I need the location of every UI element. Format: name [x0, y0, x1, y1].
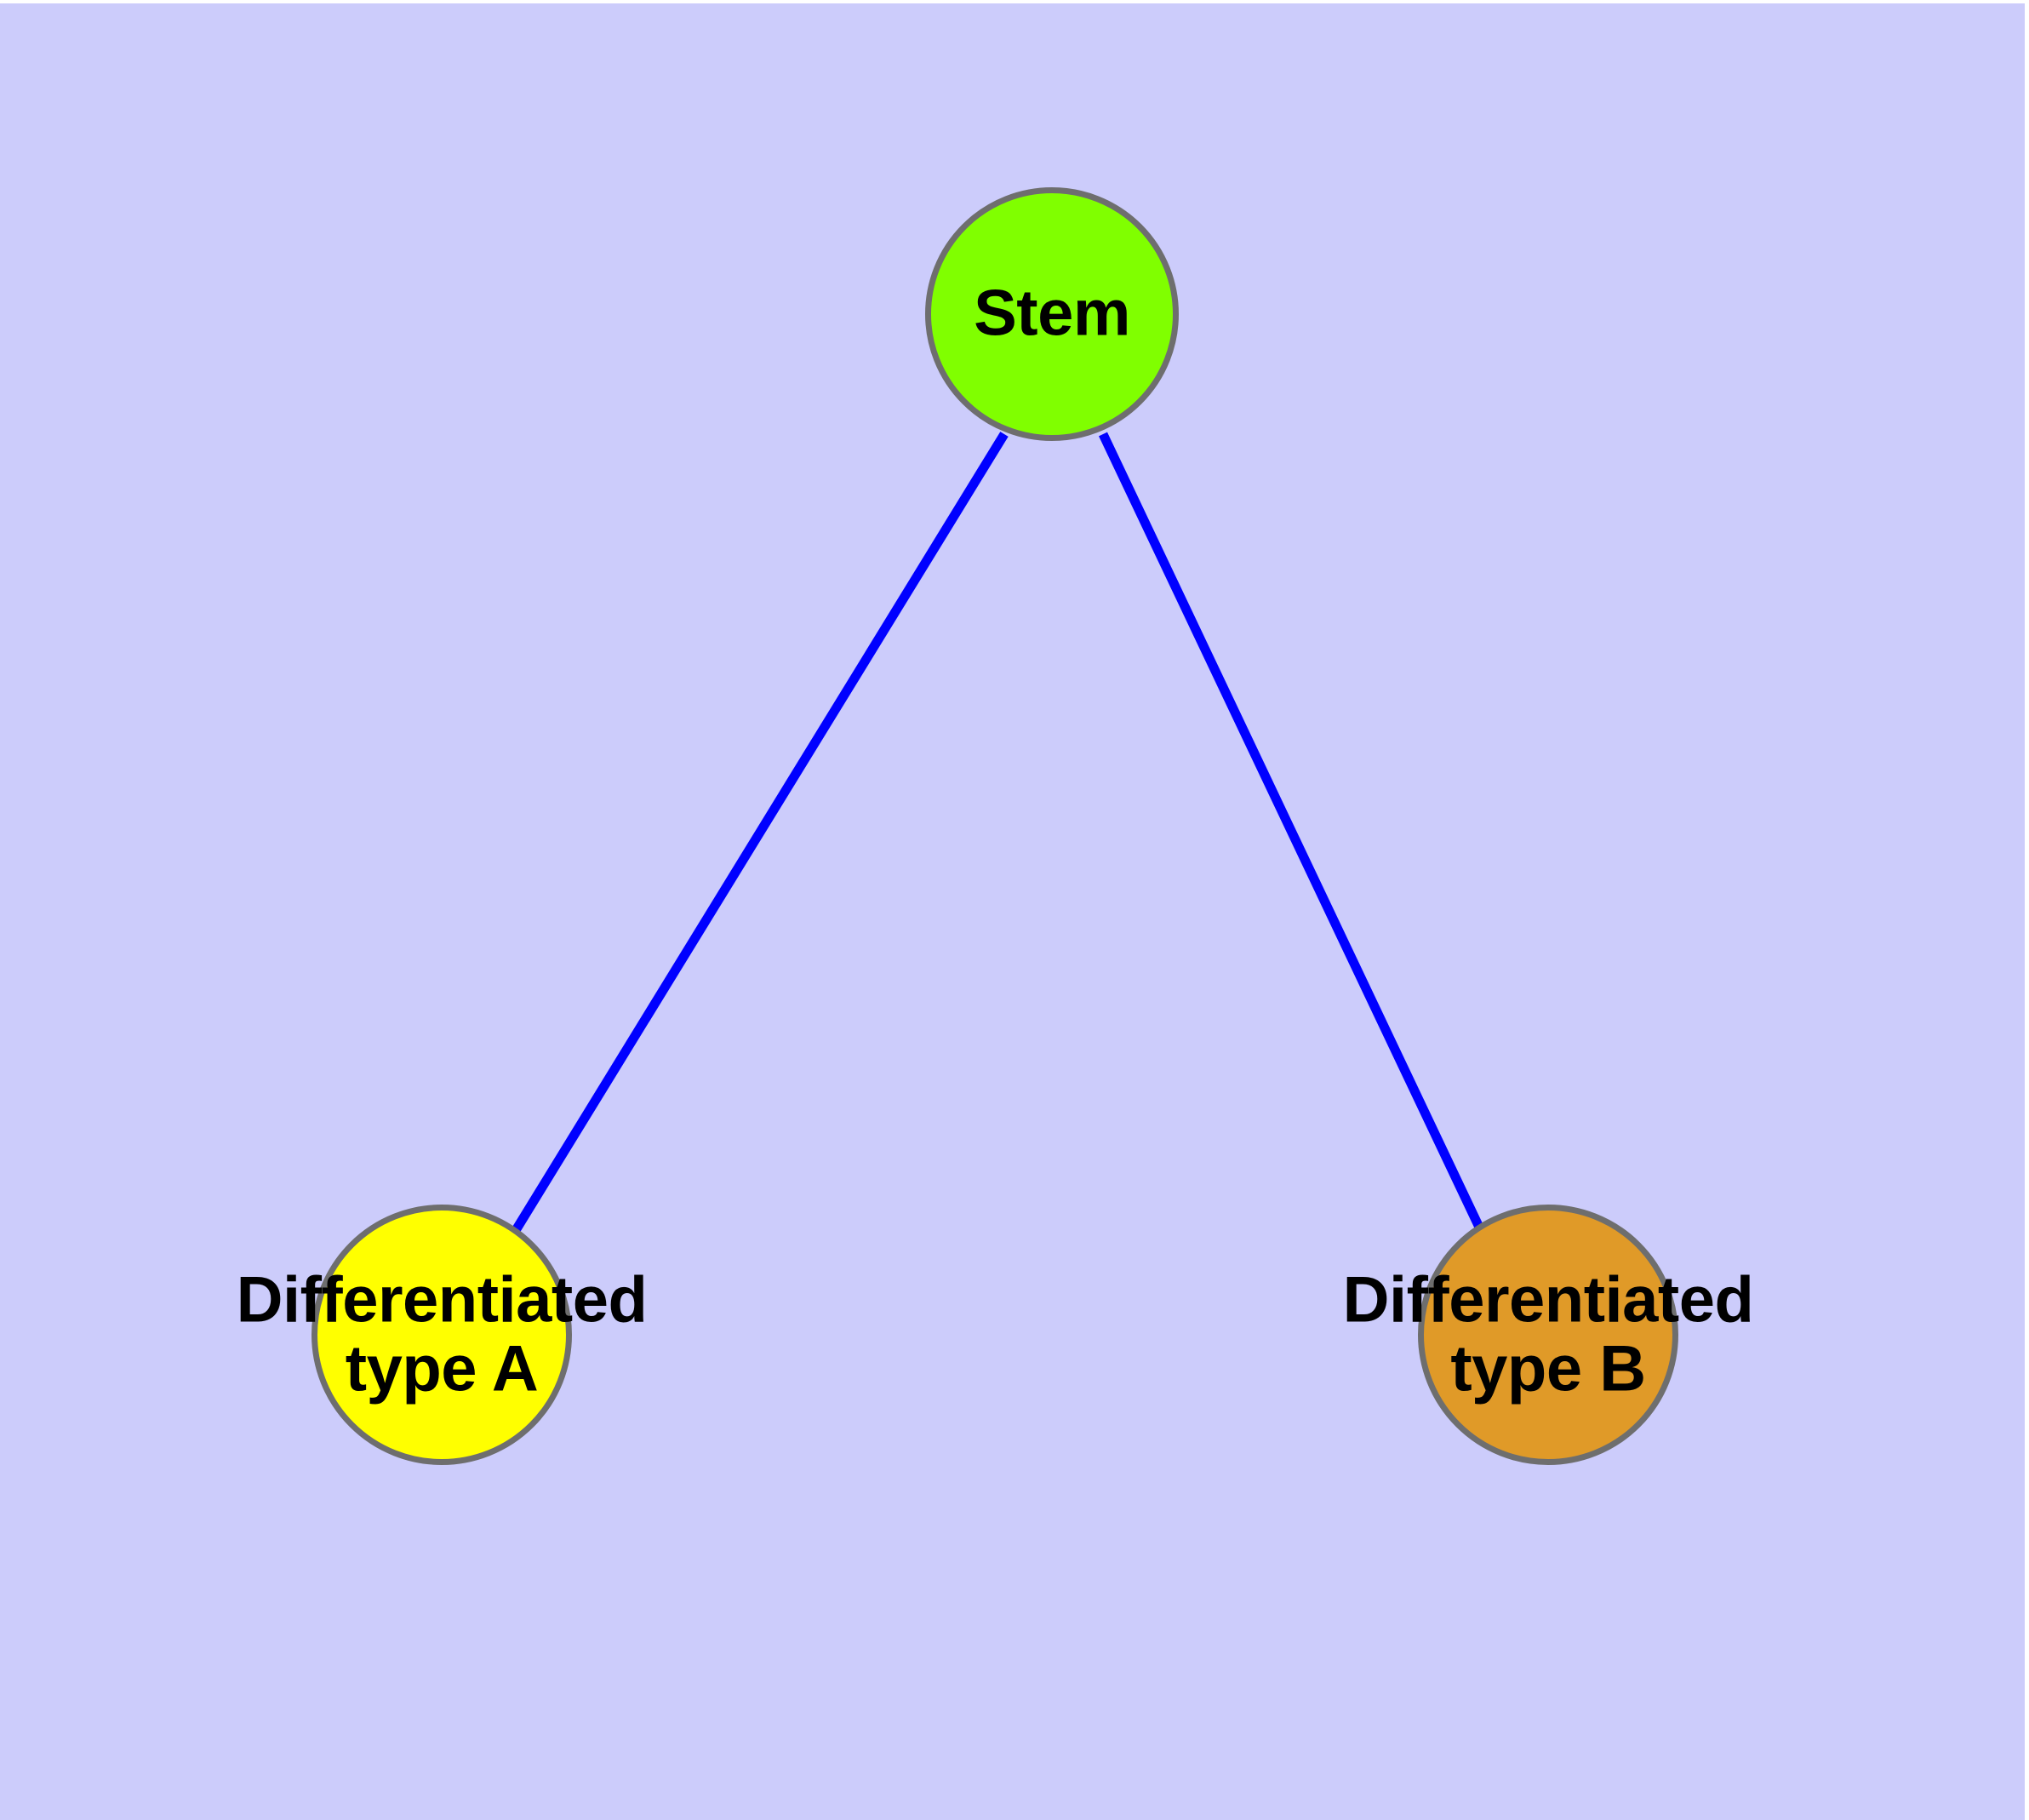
node-differentiated-type-a[interactable]	[311, 1205, 572, 1465]
node-stem[interactable]	[925, 187, 1179, 441]
edge-stem-to-differentiated-type-a	[506, 432, 1009, 1241]
node-differentiated-type-b[interactable]	[1418, 1205, 1678, 1465]
edge-stem-to-differentiated-type-b	[1099, 432, 1487, 1237]
